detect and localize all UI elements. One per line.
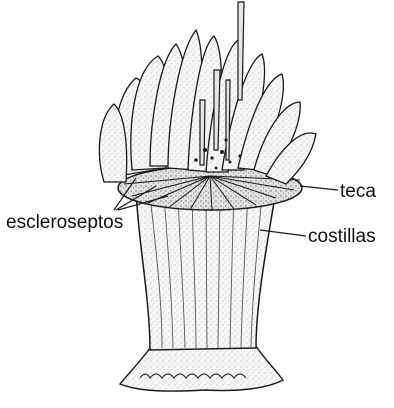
coral-base (120, 346, 283, 391)
sclerosepta-plates (99, 30, 316, 184)
teca-leader (300, 186, 338, 190)
label-costillas: costillas (308, 226, 376, 247)
label-escleroseptos: escleroseptos (6, 212, 123, 233)
label-teca: teca (340, 181, 376, 202)
